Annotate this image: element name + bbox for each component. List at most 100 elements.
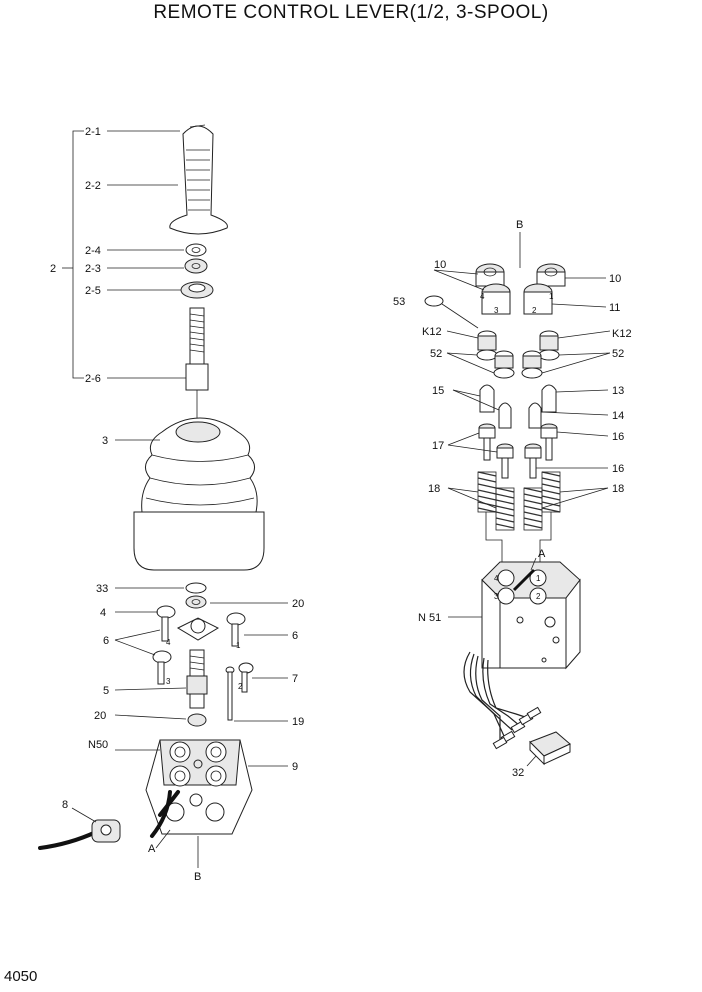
callout-10-right: 10 [609,273,621,285]
nut-20-lower [187,713,207,727]
callout-b-top: B [516,219,523,231]
pin-17-left [478,423,496,461]
base-plate [145,739,253,835]
callout-a-left: A [148,843,156,855]
pin-16-right [540,423,558,461]
port-mark: 3 [166,677,171,686]
callout-14: 14 [612,410,624,422]
universal-joint [186,649,208,709]
lever-nut-2-4 [185,243,207,257]
lever-grip [169,124,228,235]
callout-2-2: 2-2 [85,180,101,192]
spring-18-right-outer [541,471,561,513]
callout-2: 2 [50,263,56,275]
seal-52-right [521,350,543,379]
callout-10-left: 10 [434,259,446,271]
spool-14 [528,402,542,429]
spring-18-left-inner [495,487,515,531]
callout-15: 15 [432,385,444,397]
plug-10-right [536,263,566,287]
callout-2-3: 2-3 [85,263,101,275]
callout-n51: N 51 [418,612,441,624]
seal-k12-left [476,330,498,361]
callout-33: 33 [96,583,108,595]
callout-52-right: 52 [612,348,624,360]
callout-20-upper: 20 [292,598,304,610]
port-mark: 4 [166,638,171,647]
callout-b-bottom: B [194,871,201,883]
bolt-19 [225,666,235,721]
cam-plate [176,617,220,641]
port-mark: 3 [494,592,499,601]
page-title: REMOTE CONTROL LEVER(1/2, 3-SPOOL) [153,2,549,23]
nut-20-upper [185,595,207,609]
connector-32 [529,731,571,766]
callout-a-right: A [538,548,546,560]
plug-10-left [475,263,505,287]
callout-6-right: 6 [292,630,298,642]
callout-53: 53 [393,296,405,308]
callout-2-4: 2-4 [85,245,101,257]
port-mark: 3 [494,306,499,315]
spool-13 [541,384,557,413]
seal-52-left [493,350,515,379]
lever-rod-2-6 [185,307,209,418]
pin-17-inner [496,443,514,479]
callout-18-right: 18 [612,483,624,495]
callout-5: 5 [103,685,109,697]
connector-8 [91,819,121,843]
lever-nut-2-3 [184,258,208,274]
o-ring-53 [424,295,479,329]
callout-18-left: 18 [428,483,440,495]
plug-3 [481,283,511,315]
callout-k12-right: K12 [612,328,632,340]
callout-8: 8 [62,799,68,811]
callout-17: 17 [432,440,444,452]
callout-16-upper: 16 [612,431,624,443]
spool-15 [479,384,495,413]
callout-6-left: 6 [103,635,109,647]
push-rod-4 [156,605,176,642]
plug-11 [523,283,553,315]
port-mark: 1 [236,641,241,650]
pin-16-inner [524,443,542,479]
push-rod-2 [238,662,254,693]
lever-washer-2-5 [180,281,214,299]
page-number: 4050 [4,968,38,985]
callout-19: 19 [292,716,304,728]
push-rod-3 [152,650,172,685]
port-mark: 1 [536,574,541,583]
seal-k12-right [538,330,560,361]
wire-harness [463,651,542,750]
callout-9: 9 [292,761,298,773]
callout-11: 11 [609,302,620,314]
port-mark: 2 [536,592,541,601]
port-mark: 1 [549,292,554,301]
callout-16-lower: 16 [612,463,624,475]
callout-2-5: 2-5 [85,285,101,297]
push-rod-1 [226,612,246,647]
spring-18-left-outer [477,471,497,513]
port-mark: 4 [494,574,499,583]
callout-k12-left: K12 [422,326,442,338]
callout-32: 32 [512,767,524,779]
port-mark: 4 [480,292,485,301]
callout-7: 7 [292,673,298,685]
callout-20-lower: 20 [94,710,106,722]
callout-3: 3 [102,435,108,447]
callout-2-6: 2-6 [85,373,101,385]
port-mark: 2 [238,682,243,691]
callout-2-1: 2-1 [85,126,101,138]
callout-n50: N50 [88,739,108,751]
callout-13: 13 [612,385,624,397]
rubber-boot [133,417,265,571]
spring-18-right-inner [523,487,543,531]
spool-left-inner [498,402,512,429]
group-2-bracket [62,130,186,379]
washer-33 [185,582,207,594]
callout-52-left: 52 [430,348,442,360]
valve-body [481,561,581,670]
callout-4: 4 [100,607,106,619]
port-mark: 2 [532,306,537,315]
